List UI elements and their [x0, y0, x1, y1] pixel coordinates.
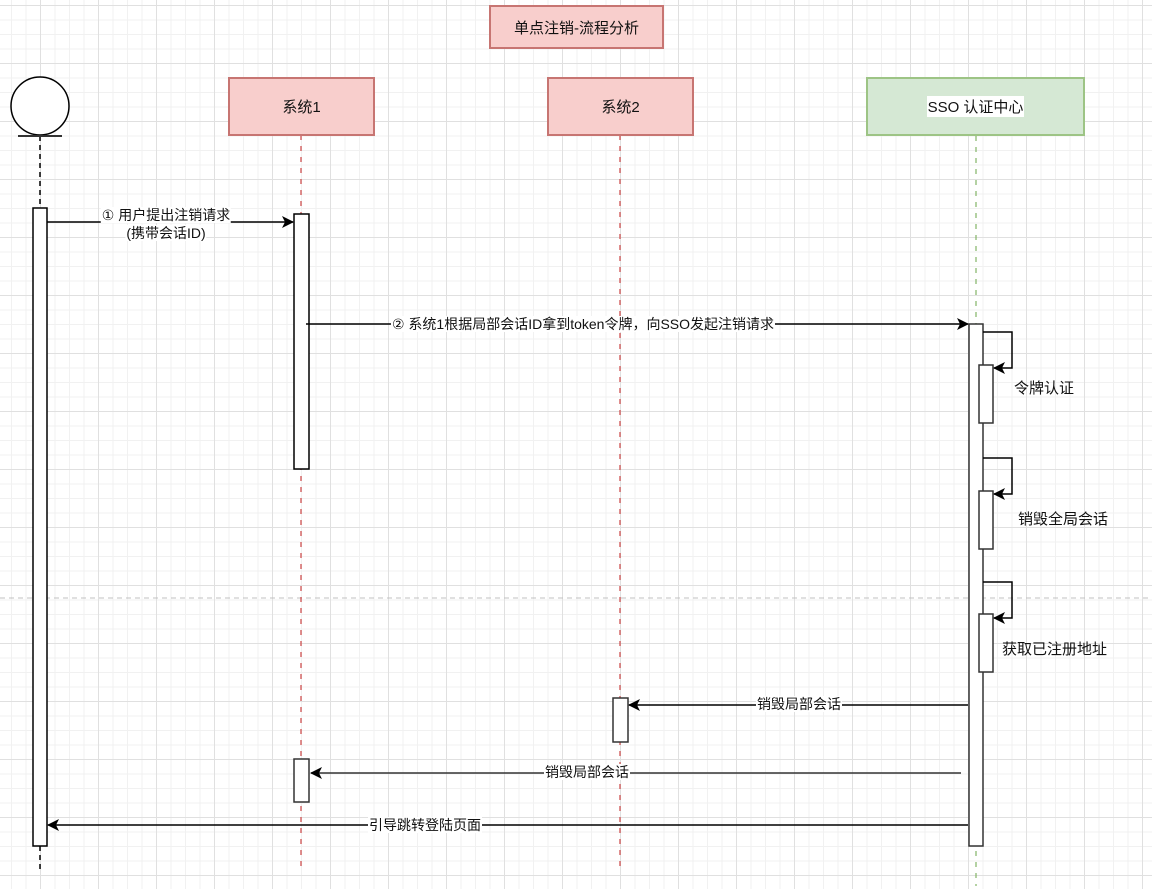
- diagram-title-text: 单点注销-流程分析: [514, 19, 639, 37]
- message-label-user: 引导跳转登陆页面: [368, 817, 482, 833]
- message-label-2: ② 系统1根据局部会话ID拿到token令牌，向SSO发起注销请求: [390, 316, 776, 332]
- message-label-sys1: 销毁局部会话: [544, 764, 630, 780]
- participant-sys1-label: 系统1: [282, 99, 321, 116]
- activation-sys1-2: [293, 758, 310, 803]
- diagram-title: 单点注销-流程分析: [489, 5, 664, 49]
- activation-sso-token: [978, 364, 994, 424]
- participant-sys2-label: 系统2: [601, 99, 640, 116]
- activation-sys1-1: [293, 213, 310, 470]
- self-message-label-destroy: 销毁全局会话: [1018, 511, 1109, 528]
- participant-sys1: 系统1: [228, 77, 375, 136]
- self-arrow-destroy: [983, 457, 1013, 500]
- message-label-1b: (携带会话ID): [125, 225, 207, 241]
- activation-sso-registry: [978, 613, 994, 673]
- self-message-label-token: 令牌认证: [1014, 380, 1075, 397]
- participant-sys2: 系统2: [547, 77, 694, 136]
- message-label-1-line2: (携带会话ID): [126, 225, 206, 241]
- message-label-1-line1: ① 用户提出注销请求: [101, 207, 231, 223]
- participant-sso-label: SSO 认证中心: [926, 96, 1025, 117]
- message-label-1: ① 用户提出注销请求: [100, 207, 232, 223]
- self-message-label-registry: 获取已注册地址: [1002, 641, 1108, 658]
- activation-sso-destroy: [978, 490, 994, 550]
- participant-sso: SSO 认证中心: [866, 77, 1085, 136]
- message-label-sys2: 销毁局部会话: [756, 696, 842, 712]
- activation-sys2: [612, 697, 629, 743]
- activation-sso: [968, 323, 984, 847]
- self-arrow-token: [983, 331, 1013, 374]
- actor-icon: [10, 76, 70, 137]
- activation-user: [32, 207, 48, 847]
- self-arrow-registry: [983, 581, 1013, 624]
